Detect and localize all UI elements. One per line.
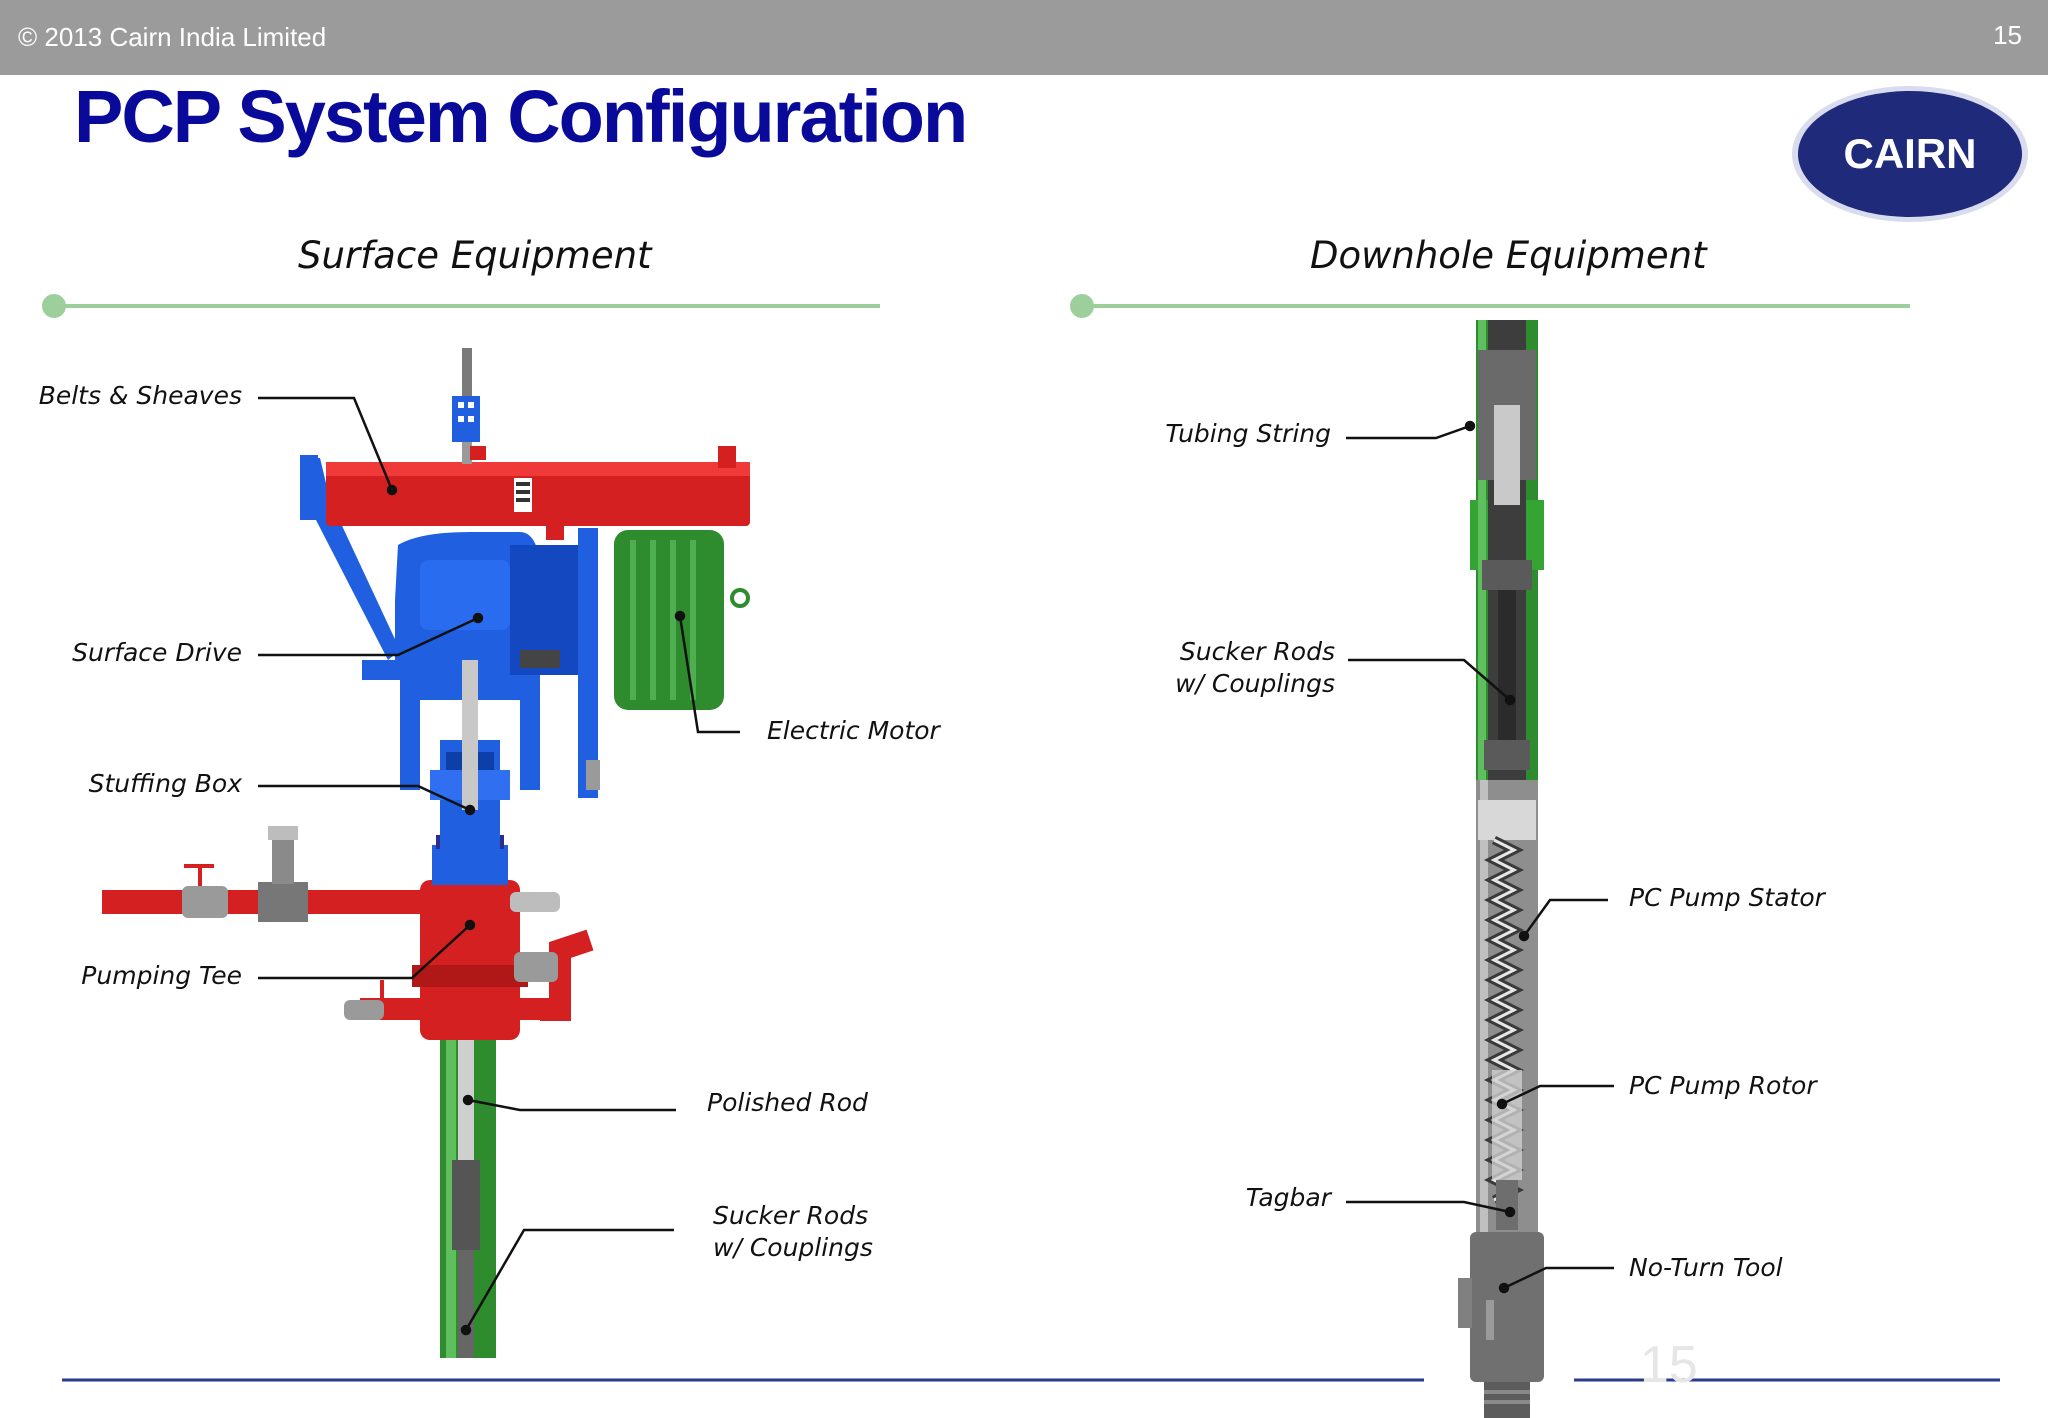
leader-tubing	[1346, 424, 1471, 440]
copyright-text: © 2013 Cairn India Limited	[18, 22, 327, 52]
downhole-sucker-rods-line1: Sucker Rods	[1179, 637, 1335, 666]
callout-pc-pump-stator: PC Pump Stator	[1629, 883, 1825, 912]
callout-surface-sucker-rods: Sucker Rods w/ Couplings	[713, 1200, 873, 1264]
slide-title: PCP System Configuration	[74, 75, 968, 158]
leader-stuffing	[258, 784, 471, 812]
callout-belts-sheaves: Belts & Sheaves	[38, 381, 242, 410]
downhole-section-title: Downhole Equipment	[1310, 234, 1707, 277]
callout-polished-rod: Polished Rod	[707, 1088, 868, 1117]
surface-section-title: Surface Equipment	[298, 234, 652, 277]
callout-stuffing-box: Stuffing Box	[88, 769, 242, 798]
leader-rotor	[1501, 1084, 1614, 1106]
leader-stator	[1522, 898, 1608, 937]
leader-tagbar	[1346, 1200, 1511, 1214]
surface-equipment-illustration	[102, 348, 750, 1358]
callout-electric-motor: Electric Motor	[767, 716, 940, 745]
leader-drive	[258, 616, 479, 657]
surface-leaders	[258, 396, 740, 1336]
leader-rods-downhole	[1348, 658, 1511, 701]
leader-noturn	[1503, 1266, 1614, 1290]
leader-motor	[678, 615, 740, 734]
cairn-logo: CAIRN	[1792, 86, 2028, 222]
callout-pumping-tee: Pumping Tee	[81, 961, 242, 990]
header-bar: © 2013 Cairn India Limited 15	[0, 0, 2048, 75]
surface-divider	[42, 294, 880, 318]
downhole-sucker-rods-line2: w/ Couplings	[1175, 669, 1335, 698]
surface-sucker-rods-line2: w/ Couplings	[713, 1233, 873, 1262]
callout-no-turn-tool: No-Turn Tool	[1629, 1253, 1783, 1282]
callout-tubing-string: Tubing String	[1165, 419, 1331, 448]
logo-text: CAIRN	[1844, 130, 1977, 177]
leader-tee	[258, 924, 471, 980]
page-number-watermark: 15	[1640, 1336, 1698, 1394]
leader-rods-surface	[464, 1228, 674, 1331]
surface-sucker-rods-line1: Sucker Rods	[713, 1201, 869, 1230]
callout-surface-drive: Surface Drive	[72, 638, 242, 667]
callout-tagbar: Tagbar	[1245, 1183, 1331, 1212]
leader-belts	[258, 396, 394, 491]
page-number: 15	[1993, 20, 2022, 50]
leader-polished	[467, 1098, 676, 1112]
downhole-equipment-illustration	[1458, 320, 1544, 1418]
callout-downhole-sucker-rods: Sucker Rods w/ Couplings	[1175, 636, 1335, 700]
downhole-divider	[1070, 294, 1910, 318]
downhole-leaders	[1346, 420, 1614, 1294]
callout-pc-pump-rotor: PC Pump Rotor	[1629, 1071, 1817, 1100]
